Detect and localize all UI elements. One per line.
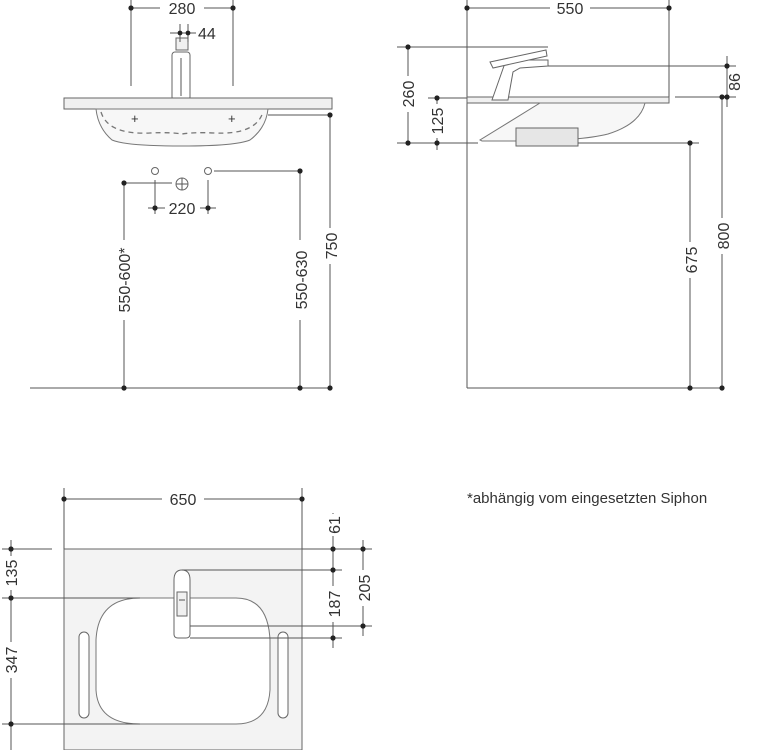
dim-550-600: 550-600* xyxy=(117,248,134,313)
dim-280: 280 xyxy=(169,1,196,18)
dim-86: 86 xyxy=(727,73,744,91)
dim-260: 260 xyxy=(401,81,418,108)
dim-61: 61 xyxy=(327,516,344,534)
top-handle-left xyxy=(78,631,90,719)
svg-text:+: + xyxy=(228,111,236,126)
dim-750: 750 xyxy=(324,233,341,260)
top-handle-right xyxy=(277,631,289,719)
front-faucet-handle xyxy=(175,37,189,51)
dim-347: 347 xyxy=(4,647,21,674)
top-view: 650 135 347 61 187 205 xyxy=(2,488,374,750)
dim-220: 220 xyxy=(169,201,196,218)
dim-675: 675 xyxy=(684,247,701,274)
dim-800: 800 xyxy=(716,223,733,250)
svg-text:+: + xyxy=(131,111,139,126)
dim-650: 650 xyxy=(170,492,197,509)
dim-550: 550 xyxy=(557,1,584,18)
front-drain-left xyxy=(151,167,159,175)
dim-125: 125 xyxy=(430,108,447,135)
top-basin xyxy=(95,597,271,725)
dim-135: 135 xyxy=(4,560,21,587)
front-countertop xyxy=(63,97,333,110)
dim-550-630: 550-630 xyxy=(294,251,311,310)
dim-205: 205 xyxy=(357,575,374,602)
siphon-footnote: *abhängig vom eingesetzten Siphon xyxy=(467,490,708,507)
dim-187: 187 xyxy=(327,591,344,618)
dim-44: 44 xyxy=(198,26,216,43)
side-view: 550 260 125 86 675 800 xyxy=(397,0,744,391)
front-view: + + 280 44 220 xyxy=(30,0,341,391)
front-basin xyxy=(95,108,269,147)
front-drain-right xyxy=(204,167,212,175)
